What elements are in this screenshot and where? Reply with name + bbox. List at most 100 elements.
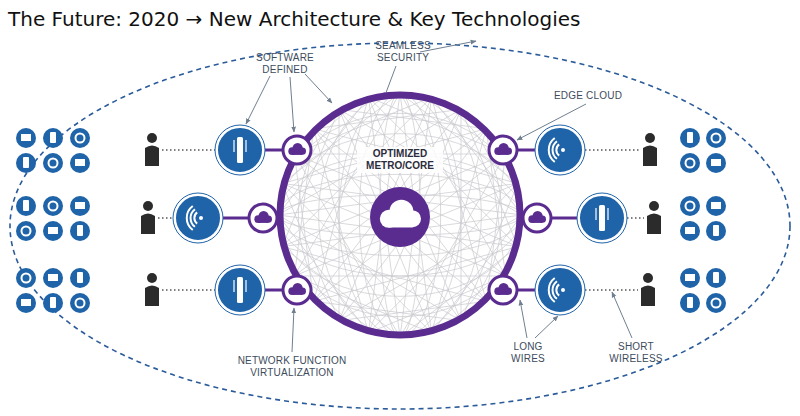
- device-icon: [43, 268, 63, 288]
- device-glyph: [48, 274, 58, 281]
- wifi-arc: [549, 138, 555, 162]
- person-body: [141, 214, 155, 235]
- core-globe: OPTIMIZED METRO/CORE: [275, 90, 525, 340]
- callout-label: EDGE CLOUD: [554, 90, 622, 102]
- person-head: [147, 273, 157, 283]
- long-wire: [265, 289, 283, 292]
- device-glyph: [48, 227, 58, 234]
- cloud-part: [380, 210, 398, 228]
- short-wireless-link: [585, 149, 640, 151]
- device-icon: [680, 293, 700, 313]
- wifi-arc: [187, 206, 193, 230]
- device-glyph: [712, 134, 721, 143]
- device-icon: [16, 128, 36, 148]
- device-glyph: [713, 225, 719, 236]
- device-glyph: [23, 157, 29, 168]
- short-wireless-link: [162, 149, 215, 151]
- device-glyph: [49, 202, 58, 211]
- device-icon: [706, 221, 726, 241]
- grid-meridian: [359, 93, 440, 337]
- callout-label: NETWORK FUNCTION VIRTUALIZATION: [236, 355, 348, 379]
- leader-line: [517, 104, 586, 140]
- antenna-bar: [599, 205, 605, 231]
- core-ring: [280, 95, 520, 335]
- wifi-dot: [561, 148, 565, 152]
- edge-cloud-circle: [523, 204, 551, 232]
- antenna-ring: [173, 193, 223, 243]
- device-glyph: [23, 200, 29, 211]
- device-glyph: [687, 132, 693, 143]
- cloud-part: [389, 200, 413, 224]
- device-icon: [43, 221, 63, 241]
- person-body: [641, 286, 655, 307]
- device-glyph: [687, 297, 693, 308]
- long-wire: [265, 149, 283, 152]
- device-glyph: [50, 297, 56, 308]
- long-wire: [517, 149, 535, 152]
- device-icon: [70, 221, 90, 241]
- device-glyph: [77, 225, 83, 236]
- cloud-part: [498, 291, 508, 295]
- antenna-circle: [579, 195, 625, 241]
- device-icon: [706, 153, 726, 173]
- wifi-arc: [549, 278, 555, 302]
- wifi-arc: [556, 284, 559, 295]
- grid-parallel: [278, 113, 522, 316]
- access-illustration: [16, 128, 726, 313]
- antenna-circle: [217, 267, 263, 313]
- leader-line: [520, 300, 527, 338]
- device-icon: [16, 221, 36, 241]
- antenna-circle: [175, 195, 221, 241]
- device-glyph: [21, 299, 31, 306]
- leader-line: [535, 316, 558, 338]
- callout-label: SOFTWARE DEFINED: [249, 52, 321, 76]
- device-glyph: [50, 132, 56, 143]
- cloud-icon: [528, 211, 546, 223]
- antenna-arc: [233, 280, 234, 292]
- device-glyph: [49, 159, 58, 168]
- grid-meridian: [339, 93, 461, 337]
- antenna-bar: [237, 277, 243, 303]
- long-wire: [551, 217, 577, 220]
- person-head: [143, 201, 153, 211]
- device-glyph: [75, 159, 85, 166]
- antenna-ring: [215, 125, 265, 175]
- callout-label: LONG WIRES: [504, 341, 552, 365]
- long-wire: [517, 289, 535, 292]
- cloud-part: [532, 211, 542, 221]
- cloud-part: [288, 287, 296, 295]
- device-glyph: [711, 159, 721, 166]
- person-body: [145, 286, 159, 307]
- node-text: OPTIMIZED METRO/CORE: [357, 147, 443, 173]
- leader-line: [305, 74, 332, 103]
- edge-cloud-circle: [249, 204, 277, 232]
- cloud-icon: [380, 200, 421, 228]
- device-glyph: [75, 202, 85, 209]
- person-body: [647, 214, 661, 235]
- grid-line: [400, 97, 432, 337]
- device-icon: [706, 268, 726, 288]
- cloud-part: [539, 216, 546, 223]
- cloud-part: [292, 291, 302, 295]
- person-head: [645, 133, 655, 143]
- device-icon: [680, 221, 700, 241]
- globe-outline: [275, 90, 525, 340]
- device-glyph: [713, 272, 719, 283]
- leader-line: [246, 76, 270, 124]
- cloud-part: [265, 216, 272, 223]
- antenna-circle: [217, 127, 263, 173]
- device-icon: [16, 153, 36, 173]
- person-body: [145, 146, 159, 167]
- wifi-dot: [199, 216, 203, 220]
- callout-label: SEAMLESS SECURITY: [368, 40, 438, 64]
- leader-line: [290, 77, 294, 132]
- device-icon: [706, 128, 726, 148]
- device-glyph: [76, 299, 85, 308]
- grid-meridian: [298, 93, 501, 337]
- device-icon: [70, 268, 90, 288]
- device-icon: [43, 293, 63, 313]
- device-icon: [706, 196, 726, 216]
- wifi-arc: [553, 281, 557, 299]
- antenna-arc: [607, 208, 608, 220]
- cloud-part: [505, 288, 512, 295]
